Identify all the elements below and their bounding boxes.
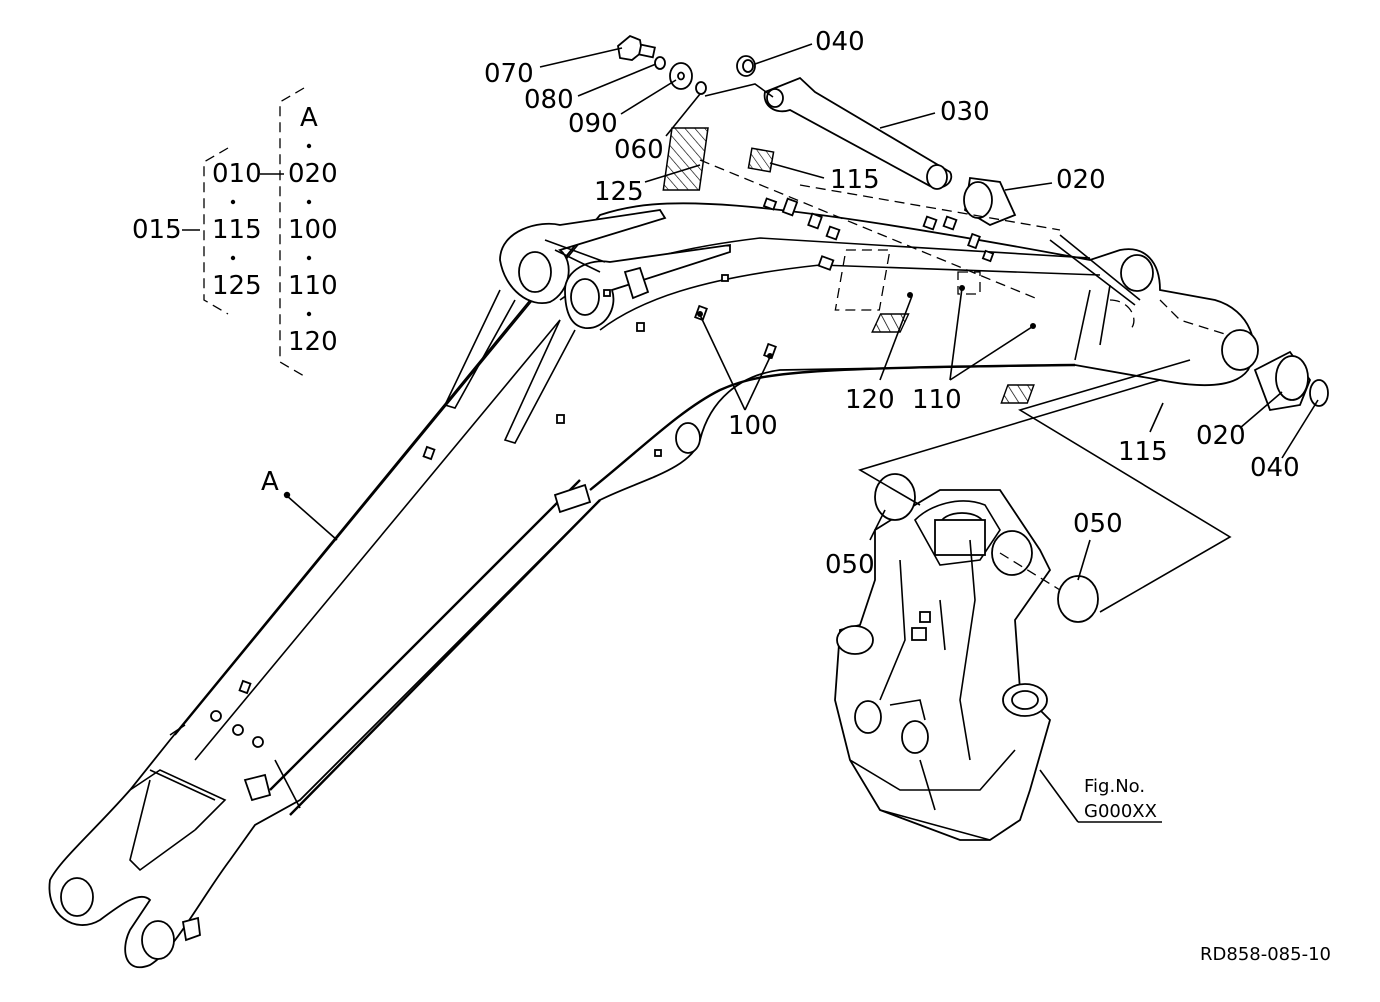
decal-115-right xyxy=(1000,384,1035,404)
label-090: 090 xyxy=(568,109,618,139)
label-080: 080 xyxy=(524,85,574,115)
swing-bracket xyxy=(834,489,1052,841)
label-050-left: 050 xyxy=(825,550,875,580)
label-100: 100 xyxy=(728,411,778,441)
top-pin-parts xyxy=(617,34,1017,227)
legend-col2-item: 110 xyxy=(288,271,338,301)
label-030: 030 xyxy=(940,97,990,127)
legend-group-label: 015 xyxy=(132,215,182,245)
legend-col1-item: 125 xyxy=(212,271,262,301)
label-020-top: 020 xyxy=(1056,165,1106,195)
decal-115-top xyxy=(747,147,775,173)
parts-legend: 015 010 115 125 A 020 100 110 120 xyxy=(132,87,338,377)
label-020-right: 020 xyxy=(1196,421,1246,451)
figure-reference: Fig.No. G000XX xyxy=(1084,776,1157,822)
boom-bosses xyxy=(238,197,995,695)
label-110: 110 xyxy=(912,385,962,415)
label-115-top: 115 xyxy=(830,165,880,195)
legend-col1-item: 115 xyxy=(212,215,262,245)
decal-110 xyxy=(957,271,981,295)
boom-assembly xyxy=(48,197,1259,968)
label-050-right: 050 xyxy=(1073,509,1123,539)
legend-col1-item: 010 xyxy=(212,159,262,189)
label-125: 125 xyxy=(594,177,644,207)
label-040-top: 040 xyxy=(815,27,865,57)
label-060: 060 xyxy=(614,135,664,165)
legend-col2-header: A xyxy=(300,103,318,133)
part-labels: 070 080 090 060 040 030 020 125 115 120 … xyxy=(261,27,1300,580)
right-pin-parts xyxy=(1253,350,1329,412)
decals xyxy=(662,127,1061,404)
legend-col2-item: 120 xyxy=(288,327,338,357)
legend-col2-item: 100 xyxy=(288,215,338,245)
label-120: 120 xyxy=(845,385,895,415)
legend-col2-item: 020 xyxy=(288,159,338,189)
decal-125 xyxy=(662,127,709,191)
label-070: 070 xyxy=(484,59,534,89)
fig-ref-line1: Fig.No. xyxy=(1084,776,1145,797)
washer-050-right xyxy=(1057,575,1099,623)
leader-lines xyxy=(283,43,1319,823)
label-040-right: 040 xyxy=(1250,453,1300,483)
label-ref-a: A xyxy=(261,467,279,497)
label-115-right: 115 xyxy=(1118,437,1168,467)
decal-120 xyxy=(834,249,891,311)
fig-ref-line2: G000XX xyxy=(1084,801,1157,822)
drawing-code: RD858-085-10 xyxy=(1200,944,1331,965)
washer-050-left xyxy=(874,473,916,521)
